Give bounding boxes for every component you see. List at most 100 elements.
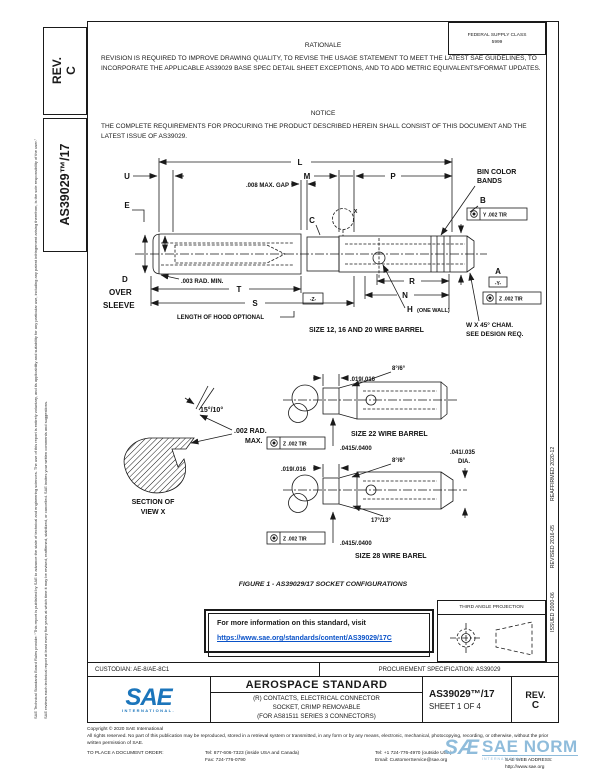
dim-D-over: OVER [109, 288, 132, 297]
fsc-value: 5999 [491, 39, 503, 45]
tel-inside: Tel: 877-606-7323 (inside USA and Canada… [205, 750, 300, 756]
tir-z-size22: Z .002 TIR [283, 442, 307, 448]
angle-17-13: 17°/13° [371, 518, 391, 524]
dim-E: E [124, 201, 130, 210]
dia-note-1: .041/.035 [450, 450, 476, 456]
reaffirmed-date: REAFFIRMED 2020-12 [550, 446, 556, 501]
subject-line-3: (FOR AS81511 SERIES 3 CONNECTORS) [257, 712, 376, 720]
view-x-marker: X [354, 209, 358, 215]
cham-note-2: SEE DESIGN REQ. [466, 331, 524, 338]
gap-callout: .008 MAX. GAP [246, 183, 289, 189]
title-block: SAE INTERNATIONAL. AEROSPACE STANDARD (R… [87, 677, 559, 723]
doc-number-box: AS39029™/17 [43, 118, 87, 252]
tir-y-callout: Y .002 TIR [483, 213, 507, 219]
dim-R: R [409, 277, 415, 286]
size28-view [266, 463, 468, 545]
notice-body: THE COMPLETE REQUIREMENTS FOR PROCURING … [101, 123, 527, 141]
web-line: SAE WEB ADDRESS: http://www.sae.org [505, 757, 553, 770]
sae-logo-text: SAE [125, 683, 172, 711]
dim-P: P [390, 172, 396, 181]
cham-note-1: W X 45° CHAM. [466, 321, 513, 329]
datum-z: -Z- [310, 297, 317, 303]
date-strip-divider [546, 21, 547, 662]
dia-note-2: DIA. [458, 459, 470, 465]
rev-cell-label: REV. [525, 689, 546, 700]
subject-line-2: SOCKET, CRIMP REMOVABLE [272, 703, 361, 711]
angle-8-6-top: 8°/6° [392, 366, 406, 372]
third-angle-projection-icon [450, 621, 533, 656]
watermark-sub: INTERNATIONAL. [482, 755, 578, 761]
subject-line-1: (R) CONTACTS, ELECTRICAL CONNECTOR [253, 695, 380, 702]
dim-019-top: .019/.016 [350, 377, 376, 383]
procurement-cell: PROCUREMENT SPECIFICATION: AS39029 [319, 663, 559, 676]
standard-url-link[interactable]: https://www.sae.org/standards/content/AS… [217, 635, 392, 642]
bin-color-label-2: BANDS [477, 178, 502, 185]
dim-019-bottom: .019/.016 [281, 467, 307, 473]
order-label: TO PLACE A DOCUMENT ORDER: [87, 750, 164, 756]
watermark-sae-icon: SÆ [444, 736, 480, 759]
tel-outside: Tel: +1 724-776-4970 (outside USA) [375, 750, 452, 756]
sheet-number: SHEET 1 OF 4 [429, 702, 481, 711]
projection-title: THIRD ANGLE PROJECTION [438, 601, 545, 615]
figure-drawing: L U M P .008 MAX. GAP C E X BIN COLOR BA… [103, 158, 542, 560]
rad-min-note: .003 RAD. MIN. [181, 279, 224, 285]
dim-H: H [407, 305, 413, 314]
hood-note: LENGTH OF HOOD OPTIONAL [177, 315, 264, 321]
dim-T: T [237, 285, 242, 294]
section-caption-2: VIEW X [141, 509, 166, 516]
spacer-cell-2 [87, 757, 205, 771]
size28-caption: SIZE 28 WIRE BAREL [355, 553, 427, 560]
rad-max-1: .002 RAD. [234, 428, 267, 435]
rationale-body: REVISION IS REQUIRED TO IMPROVE DRAWING … [101, 55, 541, 73]
rev-box-value: C [63, 66, 78, 75]
dim-U: U [124, 172, 130, 181]
sae-norm-watermark: SÆ SAE NORM INTERNATIONAL. [444, 736, 578, 761]
dim-S: S [252, 299, 258, 308]
angle-8-6-bottom: 8°/6° [392, 458, 406, 464]
aerospace-standard-heading: AEROSPACE STANDARD [211, 677, 422, 693]
email-line: Email: CustomerService@sae.org [375, 757, 448, 763]
rad-max-2: MAX. [245, 438, 263, 445]
angle-15-10: 15°/10° [200, 406, 223, 414]
main-dimensions [132, 158, 542, 322]
bin-color-label-1: BIN COLOR [477, 169, 516, 176]
dim-0415-bottom: .0415/.0400 [340, 541, 372, 547]
rev-cell-value: C [531, 699, 540, 711]
dim-D-sleeve: SLEEVE [103, 301, 135, 310]
rights-line: All rights reserved. No part of this pub… [87, 734, 549, 747]
date-strip: ISSUED 2000-06 REVISED 2016-05 REAFFIRME… [547, 24, 559, 660]
fsc-label: FEDERAL SUPPLY CLASS [467, 32, 527, 38]
info-box: For more information on this standard, v… [204, 609, 434, 657]
size22-caption: SIZE 22 WIRE BARREL [351, 431, 428, 438]
projection-box: THIRD ANGLE PROJECTION [437, 600, 546, 662]
copyright-line: Copyright © 2020 SAE International [87, 727, 164, 732]
doc-number-vertical: AS39029™/17 [57, 143, 72, 226]
rev-box: REV. C [43, 27, 87, 115]
dim-M: M [304, 172, 311, 181]
title-block-center: AEROSPACE STANDARD (R) CONTACTS, ELECTRI… [210, 677, 423, 723]
sheet-frame [87, 21, 559, 723]
figure-caption: FIGURE 1 - AS39029/17 SOCKET CONFIGURATI… [238, 581, 408, 588]
disclaimer-line-1: SAE Technical Standards Board Rules prov… [33, 138, 38, 719]
custodian-cell: CUSTODIAN: AE-8/AE-8C1 [95, 666, 170, 673]
sae-logo-sub: INTERNATIONAL. [121, 708, 176, 714]
section-caption-1: SECTION OF [132, 499, 176, 506]
dim-H-note: (ONE WALL) [417, 308, 450, 314]
rev-box-label: REV. [49, 57, 64, 84]
fsc-box: FEDERAL SUPPLY CLASS 5999 [448, 22, 546, 55]
size22-view [266, 371, 459, 450]
info-box-text: For more information on this standard, v… [217, 618, 366, 627]
tir-z-callout: Z .002 TIR [499, 297, 523, 303]
dim-D: D [122, 275, 128, 284]
sae-logo: SAE INTERNATIONAL. [87, 677, 210, 723]
rationale-title: RATIONALE [304, 42, 342, 49]
dim-0415-top: .0415/.0400 [340, 446, 372, 452]
notice-title: NOTICE [310, 110, 336, 117]
datum-y: -Y- [495, 281, 502, 287]
section-view-x [123, 385, 233, 494]
dim-N: N [402, 291, 408, 300]
size12-caption: SIZE 12, 16 AND 20 WIRE BARREL [309, 327, 425, 334]
revised-date: REVISED 2016-05 [550, 524, 556, 569]
dim-A: A [495, 267, 501, 276]
dim-C: C [309, 216, 315, 225]
